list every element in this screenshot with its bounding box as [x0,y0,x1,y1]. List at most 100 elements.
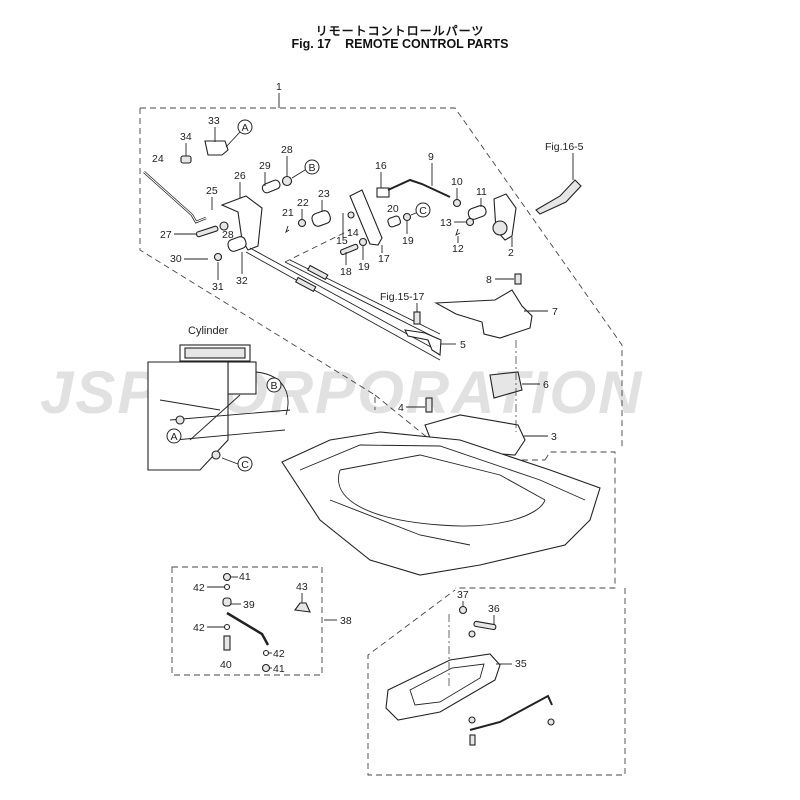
ref-circle-b-engine: B [266,377,282,393]
part-label-38: 38 [340,615,352,627]
part-label-18: 18 [340,266,352,278]
rod-9 [387,178,451,198]
ref-label-fig15-17: Fig.15-17 [380,291,425,303]
part-label-11: 11 [476,186,487,198]
part-label-31: 31 [212,281,224,293]
nut-14 [347,211,355,219]
kit-38-boundary [171,566,323,676]
washer-19b [402,212,412,222]
part-label-17: 17 [378,253,390,265]
part-label-42b: 42 [193,622,205,634]
cable-end-fitting [295,276,317,293]
washer-19a [358,237,368,247]
ref-circle-b: B [291,159,320,179]
part-label-4: 4 [398,402,404,414]
ref-circle-a-engine: A [166,428,182,444]
title-japanese: リモートコントロールパーツ [315,24,485,38]
collar-20 [387,215,402,228]
nut-37 [458,605,468,615]
part-label-40: 40 [220,659,232,671]
ref-fig16-5-part [535,179,582,215]
part-label-28b: 28 [222,229,234,241]
bolt-40 [223,635,231,651]
ref-label-fig16-5: Fig.16-5 [545,141,584,153]
part-label-30: 30 [170,253,182,265]
part-label-3: 3 [551,431,557,443]
part-label-25: 25 [206,185,218,197]
throttle-cable [245,247,441,361]
bracket-16 [376,187,390,198]
part-label-2: 2 [508,247,514,259]
figure-number: Fig. 17 [291,37,332,51]
part-label-16: 16 [375,160,387,172]
bracket-33 [204,140,229,156]
svg-text:C: C [241,459,249,471]
svg-text:A: A [241,122,248,134]
bolt-8 [514,273,522,285]
part-label-8: 8 [486,274,492,286]
bush-2 [492,220,508,236]
plate-5 [404,329,442,356]
part-label-27: 27 [160,229,172,241]
part-label-22: 22 [297,197,309,209]
part-label-19a: 19 [402,235,414,247]
block-6 [489,371,523,399]
part-label-9: 9 [428,151,434,163]
nut-41a [222,572,232,582]
ref-circle-c: C [410,202,431,218]
washer-22 [297,218,307,228]
nut-41b [261,663,271,673]
cable-end-fitting-2 [307,264,329,281]
bottom-cowling [281,431,601,576]
nut-10 [452,198,462,208]
part-label-7: 7 [552,306,558,318]
part-labels: 1 33 34 24 28 29 26 25 27 28 30 31 32 23… [152,81,584,675]
part-label-35: 35 [515,658,527,670]
bolt-4 [425,397,433,413]
boot-43 [294,602,311,613]
part-label-43: 43 [296,581,308,593]
link-rod-38 [226,611,270,646]
bolt-fig15-17 [413,311,421,325]
part-label-42a: 42 [193,582,205,594]
rod-24 [143,171,207,224]
figure-title-text: REMOTE CONTROL PARTS [345,37,509,51]
bolt-36 [473,620,497,631]
washer-42b [223,623,231,631]
engine-cylinder [147,344,291,471]
lever-26 [220,195,263,251]
collar-39 [222,597,232,607]
part-label-32: 32 [236,275,248,287]
part-label-28a: 28 [281,144,293,156]
collar-29 [261,179,281,194]
collar-11 [467,205,487,220]
clip-21 [285,225,290,234]
part-label-14: 14 [347,227,359,239]
part-label-1: 1 [276,81,282,93]
washer-28b [219,221,229,231]
part-label-19b: 19 [358,261,370,273]
part-label-42c: 42 [273,648,285,660]
part-label-24: 24 [152,153,164,165]
ref-circle-a: A [225,119,253,148]
figure-title: Fig. 17 REMOTE CONTROL PARTS [0,37,800,51]
part-label-33: 33 [208,115,220,127]
washer-13 [465,217,475,227]
part-label-12: 12 [452,243,464,255]
washer-31 [213,252,223,262]
part-label-26: 26 [234,170,246,182]
cylinder-label: Cylinder [188,325,229,337]
part-label-41b: 41 [273,663,285,675]
part-label-34: 34 [180,131,192,143]
cowling-boundary [455,451,616,589]
clip-12 [455,228,461,236]
joint-32 [227,236,247,252]
bolt-34 [180,155,192,164]
svg-text:C: C [419,205,427,217]
part-label-39: 39 [243,599,255,611]
part-label-6: 6 [543,379,549,391]
part-label-29: 29 [259,160,271,172]
lever-17 [349,189,383,246]
part-label-21: 21 [282,207,294,219]
